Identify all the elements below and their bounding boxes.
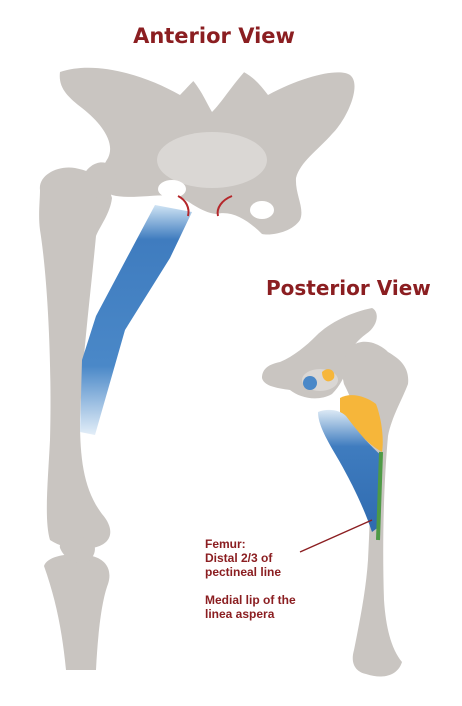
origin-annotation-line-2: Distal 2/3 of	[205, 551, 273, 565]
origin-annotation-line-3: pectineal line	[205, 565, 282, 579]
posterior-pelvis	[262, 308, 377, 399]
origin-annotation-line-1: Femur:	[205, 537, 246, 551]
annotation-leader-line	[299, 519, 373, 553]
anterior-view-title: Anterior View	[133, 24, 295, 48]
anterior-pelvis-notch	[182, 64, 246, 112]
posterior-obturator	[303, 376, 317, 390]
anterior-pelvic-inlet	[157, 132, 267, 188]
insertion-annotation-line-1: Medial lip of the	[205, 593, 296, 607]
anterior-obturator-right	[250, 201, 274, 219]
insertion-annotation-line-2: linea aspera	[205, 607, 275, 621]
origin-annotation: Femur: Distal 2/3 of pectineal line	[205, 537, 281, 579]
posterior-view	[262, 308, 409, 677]
posterior-origin-patch	[322, 369, 335, 382]
anterior-view	[39, 64, 355, 670]
anterior-femur	[39, 167, 112, 549]
posterior-adductor-magnus	[340, 395, 383, 452]
anterior-obturator-left	[158, 180, 186, 198]
anterior-origin-mark-left	[177, 195, 190, 217]
anterior-adductor-longus	[80, 205, 192, 435]
posterior-view-title: Posterior View	[266, 276, 431, 300]
anterior-greater-trochanter	[82, 162, 117, 200]
posterior-insertion-line	[376, 451, 383, 541]
anterior-origin-mark-right	[216, 195, 233, 217]
anterior-patella	[59, 537, 95, 563]
posterior-adductor-longus	[318, 409, 382, 532]
anterior-tibia	[44, 554, 110, 670]
insertion-annotation: Medial lip of the linea aspera	[205, 593, 296, 621]
